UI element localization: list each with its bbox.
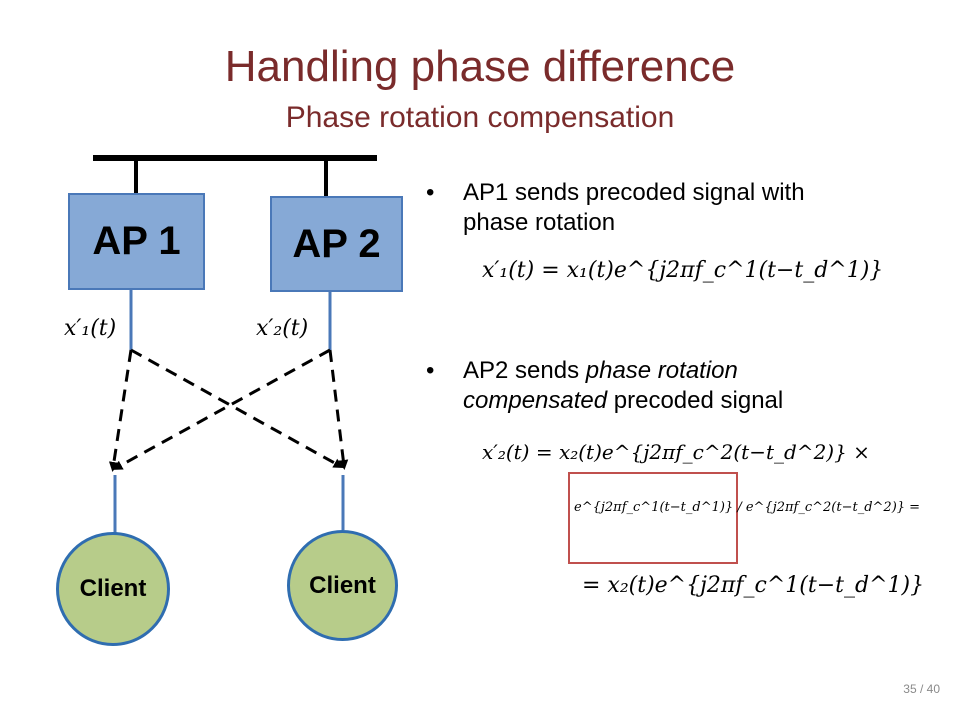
ap2-box: AP 2 xyxy=(270,196,403,292)
compensation-highlight-box xyxy=(568,472,738,564)
bullet-item-ap2: • AP2 sends phase rotation compensated p… xyxy=(426,356,866,416)
client2-label: Client xyxy=(309,571,376,599)
bullet-ap2-prefix: AP2 sends xyxy=(463,357,586,384)
bullet-item-ap1: • AP1 sends precoded signal with phase r… xyxy=(426,178,866,238)
ap1-to-client2-arrow xyxy=(130,348,344,468)
ap1-box: AP 1 xyxy=(68,193,205,290)
ap2-label: AP 2 xyxy=(292,221,381,266)
ap2-to-client2-arrow xyxy=(328,349,349,470)
bullet-dot-icon: • xyxy=(426,357,435,384)
bullet-ap1-text: AP1 sends precoded signal with phase rot… xyxy=(463,179,805,236)
bullet-list-2: • AP2 sends phase rotation compensated p… xyxy=(426,356,866,422)
ap2-to-client1-arrow xyxy=(112,348,331,470)
slide-title: Handling phase difference xyxy=(224,42,736,91)
client1-node: Client xyxy=(56,532,170,646)
signal1-label: x′₁(t) xyxy=(64,316,117,341)
bullet-ap2-suffix: precoded signal xyxy=(607,387,784,414)
bullet-ap2-italic: phase rotation compensated xyxy=(463,357,738,414)
page-number: 35 / 40 xyxy=(903,682,940,696)
equation-ap1: x′₁(t) = x₁(t)e^{j2πf_c^1(t−t_d^1)} xyxy=(482,258,884,283)
equation-ap2-line1: x′₂(t) = x₂(t)e^{j2πf_c^2(t−t_d^2)} × xyxy=(482,440,870,464)
ap1-to-client1-arrow xyxy=(108,349,133,472)
equation-ap2-fraction: e^{j2πf_c^1(t−t_d^1)} / e^{j2πf_c^2(t−t_… xyxy=(574,500,921,515)
signal2-label: x′₂(t) xyxy=(256,316,309,341)
ap1-label: AP 1 xyxy=(92,219,181,263)
equation-ap2-result: = x₂(t)e^{j2πf_c^1(t−t_d^1)} xyxy=(582,573,925,598)
client1-label: Client xyxy=(79,575,147,602)
bullet-list: • AP1 sends precoded signal with phase r… xyxy=(426,178,866,244)
slide-subtitle: Phase rotation compensation xyxy=(285,101,675,134)
bullet-dot-icon: • xyxy=(426,179,435,206)
client2-node: Client xyxy=(287,530,398,641)
